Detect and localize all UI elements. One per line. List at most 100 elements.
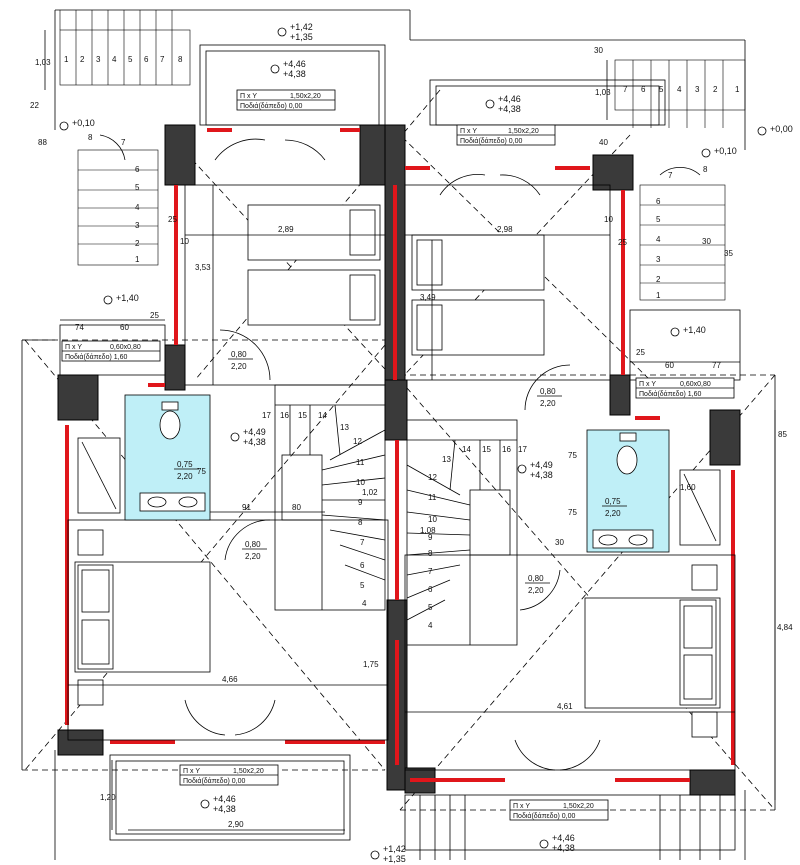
window-spec-label: Π x Y [65,344,82,351]
stair-left-top: 1 2 3 4 5 6 7 8 [59,10,191,86]
level-marker-icon [200,799,210,809]
dimension-label: 1,03 [35,58,51,67]
level-marker-icon [539,839,549,849]
level-label: +1,42 [290,22,313,32]
dimension-label: 2,98 [497,225,513,234]
dimension-label: 2,90 [228,820,244,829]
level-marker-icon [370,850,380,860]
step-label: 11 [428,493,437,502]
step-label: 9 [358,498,363,507]
level-marker-icon [670,327,680,337]
dimension-label: 3,49 [420,293,436,302]
step-label: 2 [713,85,718,94]
dimension-label: 1,03 [595,88,611,97]
dimension-label: 77 [712,361,721,370]
step-label: 6 [135,165,140,174]
step-label: 1 [656,291,661,300]
level-marks: +1,42 +1,35 +4,46 +4,38 +4,46 +4,38 +0,1… [59,22,793,864]
level-label: +1,40 [116,293,139,303]
step-label: 3 [695,85,700,94]
window-spec-label: Ποδιά(δάπεδο) 0,00 [183,777,245,785]
door-size-label: 2,20 [231,362,247,371]
step-label: 6 [144,55,149,64]
level-label: +4,38 [552,843,575,853]
step-label: 7 [160,55,165,64]
level-marker-icon [103,295,113,305]
door-size-label: 0,75 [177,460,193,469]
door-swings [184,138,601,771]
dimension-label: 3,53 [195,263,211,272]
step-label: 10 [428,515,437,524]
step-label: 1 [64,55,69,64]
level-label: +4,46 [552,833,575,843]
step-label: 12 [353,437,362,446]
dimension-label: 2,89 [278,225,294,234]
step-label: 7 [360,538,365,547]
dimension-label: 75 [568,508,577,517]
step-label: 8 [358,518,363,527]
level-marker-icon [701,148,711,158]
dimension-label: 88 [38,138,47,147]
level-marker-icon [59,121,69,131]
dimension-label: 80 [292,503,301,512]
door-labels: 0,80 2,20 0,75 2,20 0,80 2,20 0,80 2,20 … [174,350,627,595]
step-label: 9 [428,533,433,542]
step-label: 4 [428,621,433,630]
step-label: 5 [428,603,433,612]
level-label: +0,00 [770,124,793,134]
step-label: 2 [135,239,140,248]
dimension-label: 60 [120,323,129,332]
step-label: 14 [318,411,327,420]
dimension-label: 4,84 [777,623,793,632]
level-label: +4,49 [530,460,553,470]
step-label: 12 [428,473,437,482]
step-label: 17 [262,411,271,420]
red-lines [65,128,735,782]
dimension-label: 4,66 [222,675,238,684]
dimension-label: 30 [702,237,711,246]
dimension-lines: 2,89 2,98 3,53 3,49 4,66 4,61 2,90 4,84 … [30,30,793,831]
door-size-label: 0,80 [245,540,261,549]
step-label: 5 [128,55,133,64]
top-balcony-right [429,79,666,126]
level-label: +1,35 [290,32,313,42]
step-label: 8 [178,55,183,64]
door-size-label: 0,75 [605,497,621,506]
step-label: 1 [135,255,140,264]
step-label: 13 [340,423,349,432]
step-label: 6 [428,585,433,594]
dimension-label: 30 [555,538,564,547]
door-size-label: 0,80 [231,350,247,359]
bottom-balcony [109,754,736,860]
dimension-label: 25 [618,238,627,247]
dimension-label: 74 [75,323,84,332]
dimension-label: 35 [724,249,733,258]
window-spec-label: 1,50x2,20 [563,803,594,810]
dimension-label: 91 [242,503,251,512]
door-size-label: 2,20 [605,509,621,518]
window-spec-label: Π x Y [460,128,477,135]
window-spec-label: Ποδιά(δάπεδο) 0,00 [240,102,302,110]
dimension-label: 30 [594,46,603,55]
window-spec-label: 0,60x0,80 [680,381,711,388]
dimension-label: 1,02 [362,488,378,497]
step-label: 14 [462,445,471,454]
top-balcony-left [199,44,386,126]
step-label: 1 [735,85,740,94]
dimension-label: 1,60 [680,483,696,492]
step-label: 13 [442,455,451,464]
step-label: 6 [656,197,661,206]
dimension-label: 75 [197,467,206,476]
level-label: +4,38 [498,104,521,114]
level-marker-icon [485,99,495,109]
spiral-stair-right: 14 13 15 16 17 12 11 10 9 8 7 6 5 4 [406,419,527,646]
window-specs: Π x Y 1,50x2,20 Ποδιά(δάπεδο) 0,00 Π x Y… [61,89,735,821]
door-size-label: 2,20 [540,399,556,408]
level-label: +4,46 [498,94,521,104]
window-spec-label: 1,50x2,20 [233,768,264,775]
step-label: 6 [360,561,365,570]
level-marker-icon [270,64,280,74]
beds-top [247,204,545,356]
dimension-label: 4,61 [557,702,573,711]
level-marker-icon [277,27,287,37]
